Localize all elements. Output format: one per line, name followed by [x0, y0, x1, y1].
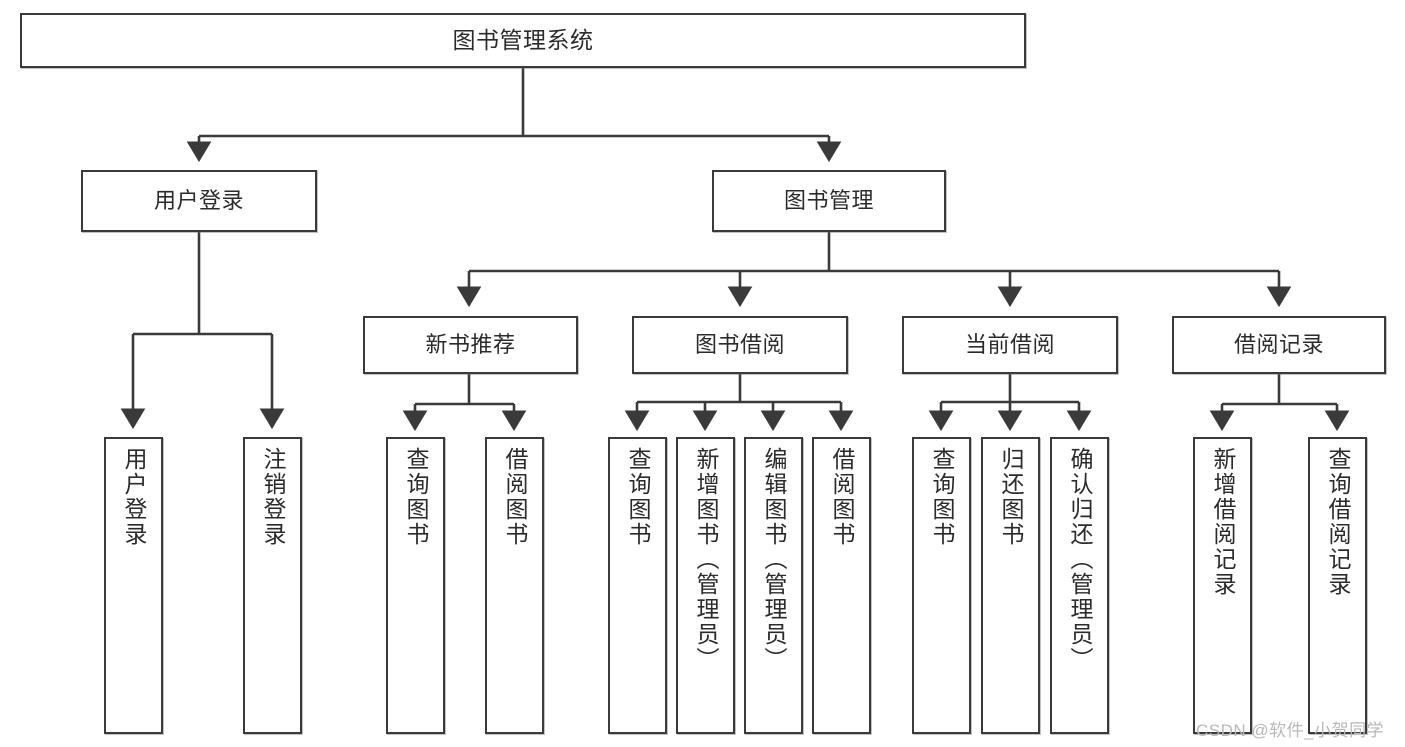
node-label: 图书管理系统: [452, 26, 594, 53]
leaf-borrow-query-book[interactable]: 查询图书: [608, 437, 667, 734]
leaf-borrow-borrow-book[interactable]: 借阅图书: [812, 437, 871, 734]
leaf-user-login[interactable]: 用户登录: [104, 437, 163, 734]
node-label: 查询借阅记录: [1325, 447, 1351, 597]
node-label: 新增图书（管理员）: [693, 447, 719, 672]
node-label: 图书管理: [783, 188, 874, 214]
node-label: 新书推荐: [425, 332, 516, 358]
leaf-newbook-query-book[interactable]: 查询图书: [386, 437, 445, 734]
node-current-borrow[interactable]: 当前借阅: [902, 316, 1118, 374]
node-label: 新增借阅记录: [1210, 447, 1236, 597]
node-label: 查询图书: [403, 447, 429, 547]
leaf-newbook-borrow-book[interactable]: 借阅图书: [485, 437, 544, 734]
node-label: 确认归还（管理员）: [1067, 447, 1093, 672]
node-label: 用户登录: [153, 188, 244, 214]
leaf-logout[interactable]: 注销登录: [243, 437, 302, 734]
node-book-management[interactable]: 图书管理: [712, 170, 946, 232]
node-label: 借阅图书: [829, 447, 855, 547]
node-label: 查询图书: [929, 447, 955, 547]
node-label: 借阅记录: [1233, 332, 1324, 358]
node-label: 图书借阅: [694, 332, 785, 358]
leaf-records-add-record[interactable]: 新增借阅记录: [1193, 437, 1252, 734]
node-label: 用户登录: [121, 447, 147, 547]
node-label: 借阅图书: [502, 447, 528, 547]
leaf-borrow-add-book[interactable]: 新增图书（管理员）: [676, 437, 735, 734]
node-user-login[interactable]: 用户登录: [81, 170, 317, 232]
leaf-borrow-edit-book[interactable]: 编辑图书（管理员）: [744, 437, 803, 734]
leaf-records-query-record[interactable]: 查询借阅记录: [1308, 437, 1367, 734]
node-label: 编辑图书（管理员）: [761, 447, 787, 672]
csdn-watermark: CSDN @软件_小贺同学: [1196, 721, 1385, 740]
node-root-system[interactable]: 图书管理系统: [20, 13, 1026, 68]
leaf-current-return-book[interactable]: 归还图书: [981, 437, 1040, 734]
node-new-book-recommend[interactable]: 新书推荐: [363, 316, 578, 374]
leaf-current-query-book[interactable]: 查询图书: [912, 437, 971, 734]
node-label: 查询图书: [625, 447, 651, 547]
node-book-borrow[interactable]: 图书借阅: [632, 316, 848, 374]
node-label: 当前借阅: [964, 332, 1055, 358]
node-label: 注销登录: [260, 447, 286, 547]
node-label: 归还图书: [998, 447, 1024, 547]
leaf-current-confirm-return[interactable]: 确认归还（管理员）: [1050, 437, 1109, 734]
node-borrow-records[interactable]: 借阅记录: [1172, 316, 1386, 374]
